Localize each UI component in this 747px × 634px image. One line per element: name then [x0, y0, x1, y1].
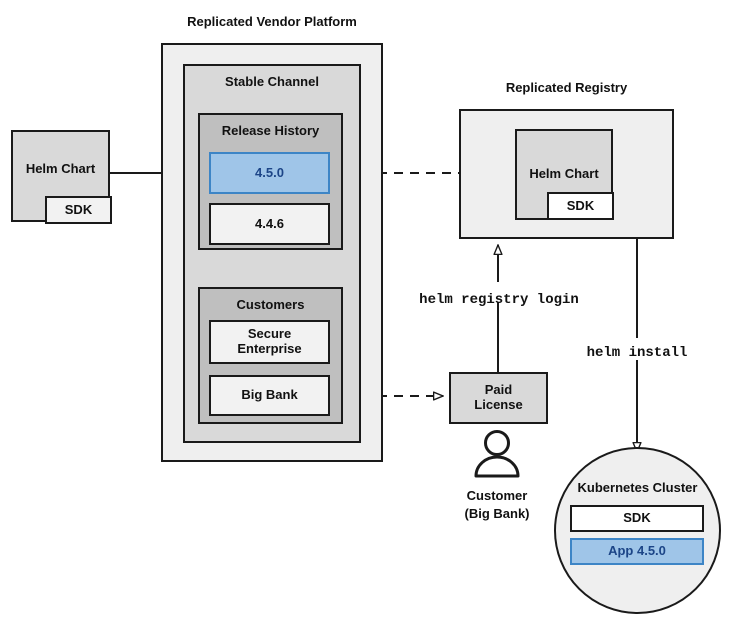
paid-license-line2: License — [474, 397, 523, 412]
paid-license-box[interactable]: Paid License — [449, 372, 548, 424]
registry-helm-chart-label: Helm Chart — [529, 166, 599, 181]
registry-sdk-box[interactable]: SDK — [547, 192, 614, 220]
customer-name-line2: Enterprise — [237, 341, 302, 356]
customer-actor-line2: (Big Bank) — [464, 505, 530, 521]
stable-channel-label: Stable Channel — [225, 74, 319, 89]
registry-title: Replicated Registry — [505, 80, 628, 95]
source-helm-chart-label: Helm Chart — [25, 161, 96, 176]
customer-actor-label: Customer (Big Bank) — [427, 487, 567, 522]
person-icon — [474, 430, 520, 478]
release-version-label: 4.5.0 — [255, 164, 284, 180]
paid-license-line1: Paid — [484, 382, 513, 398]
source-sdk-box[interactable]: SDK — [45, 196, 112, 224]
vendor-platform-title: Replicated Vendor Platform — [187, 14, 357, 29]
source-sdk-label: SDK — [64, 201, 93, 217]
kubernetes-cluster-label: Kubernetes Cluster — [577, 480, 698, 495]
customer-big-bank[interactable]: Big Bank — [209, 375, 330, 416]
command-helm-registry-login: helm registry login — [419, 292, 579, 308]
customer-name-label: Big Bank — [241, 387, 298, 403]
customer-secure-enterprise[interactable]: Secure Enterprise — [209, 320, 330, 364]
release-version-4-5-0[interactable]: 4.5.0 — [209, 152, 330, 194]
cluster-sdk-label: SDK — [623, 510, 651, 526]
registry-sdk-label: SDK — [566, 197, 595, 213]
customer-name-line1: Secure — [247, 326, 292, 342]
release-history-label: Release History — [221, 123, 320, 138]
command-helm-install: helm install — [586, 345, 688, 361]
release-version-label: 4.4.6 — [255, 215, 284, 231]
release-version-4-4-6[interactable]: 4.4.6 — [209, 203, 330, 245]
cluster-app-label: App 4.5.0 — [608, 543, 666, 559]
cluster-app-box[interactable]: App 4.5.0 — [570, 538, 704, 565]
cluster-sdk-box[interactable]: SDK — [570, 505, 704, 532]
customers-label: Customers — [236, 297, 305, 312]
customer-actor-line1: Customer — [466, 488, 528, 503]
